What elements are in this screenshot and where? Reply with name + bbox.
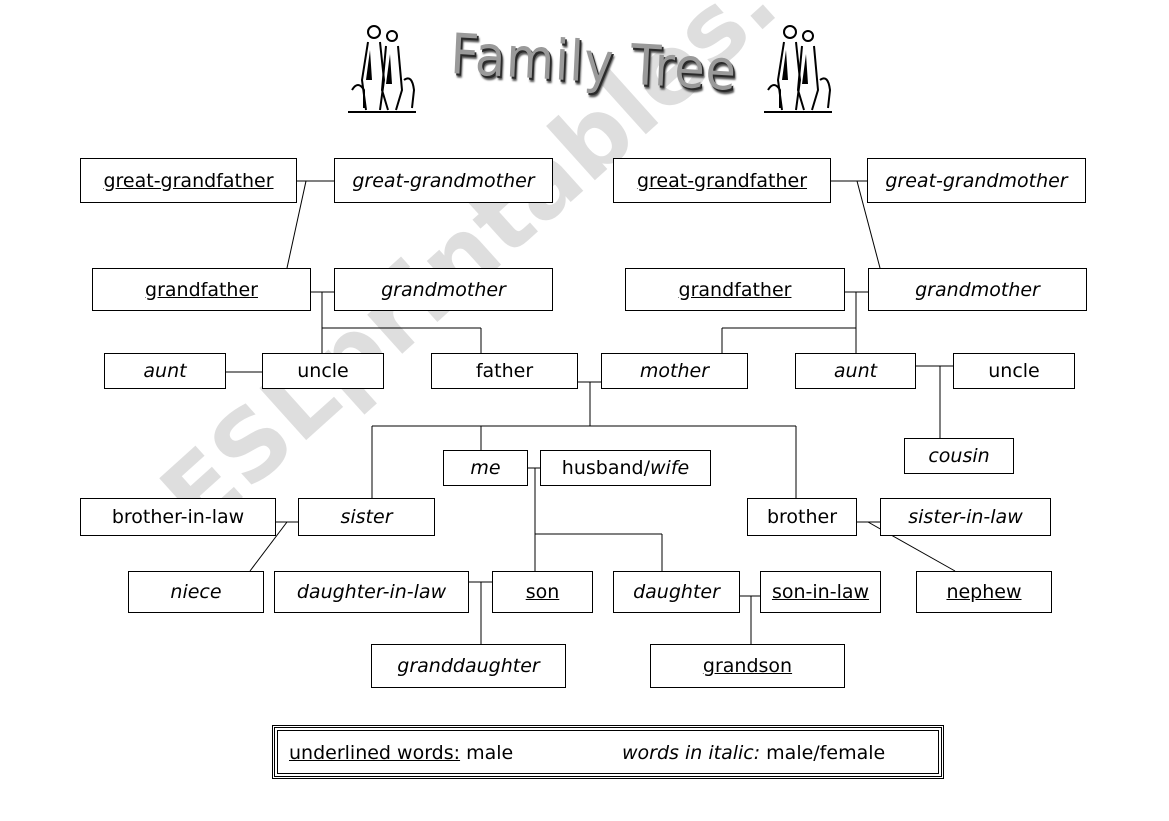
node-son: son [492, 571, 593, 613]
node-grandson: grandson [650, 644, 845, 688]
node-sister-in-law: sister-in-law [880, 498, 1051, 536]
node-great-grandfather-right: great-grandfather [613, 158, 831, 203]
node-daughter-in-law: daughter-in-law [274, 571, 469, 613]
node-mother: mother [601, 353, 748, 389]
legend-underlined: underlined words: male [289, 742, 513, 764]
node-daughter: daughter [613, 571, 740, 613]
node-uncle-right: uncle [953, 353, 1075, 389]
node-grandfather-right: grandfather [625, 268, 845, 311]
legend: underlined words: male words in italic: … [272, 725, 944, 779]
node-grandfather-left: grandfather [92, 268, 311, 311]
node-uncle-left: uncle [262, 353, 384, 389]
node-father: father [431, 353, 578, 389]
node-great-grandmother-left: great-grandmother [334, 158, 553, 203]
node-niece: niece [128, 571, 264, 613]
node-brother: brother [747, 498, 857, 536]
node-son-in-law: son-in-law [760, 571, 881, 613]
node-sister: sister [298, 498, 435, 536]
node-cousin: cousin [904, 438, 1014, 474]
node-aunt-left: aunt [104, 353, 226, 389]
node-husband-wife: husband/wife [540, 450, 711, 486]
node-me: me [443, 450, 528, 486]
node-aunt-right: aunt [795, 353, 916, 389]
node-granddaughter: granddaughter [371, 644, 566, 688]
node-nephew: nephew [916, 571, 1052, 613]
node-grandmother-right: grandmother [868, 268, 1087, 311]
legend-italic: words in italic: male/female [622, 742, 885, 764]
node-grandmother-left: grandmother [334, 268, 553, 311]
node-brother-in-law: brother-in-law [80, 498, 276, 536]
node-great-grandmother-right: great-grandmother [867, 158, 1086, 203]
node-great-grandfather-left: great-grandfather [80, 158, 297, 203]
